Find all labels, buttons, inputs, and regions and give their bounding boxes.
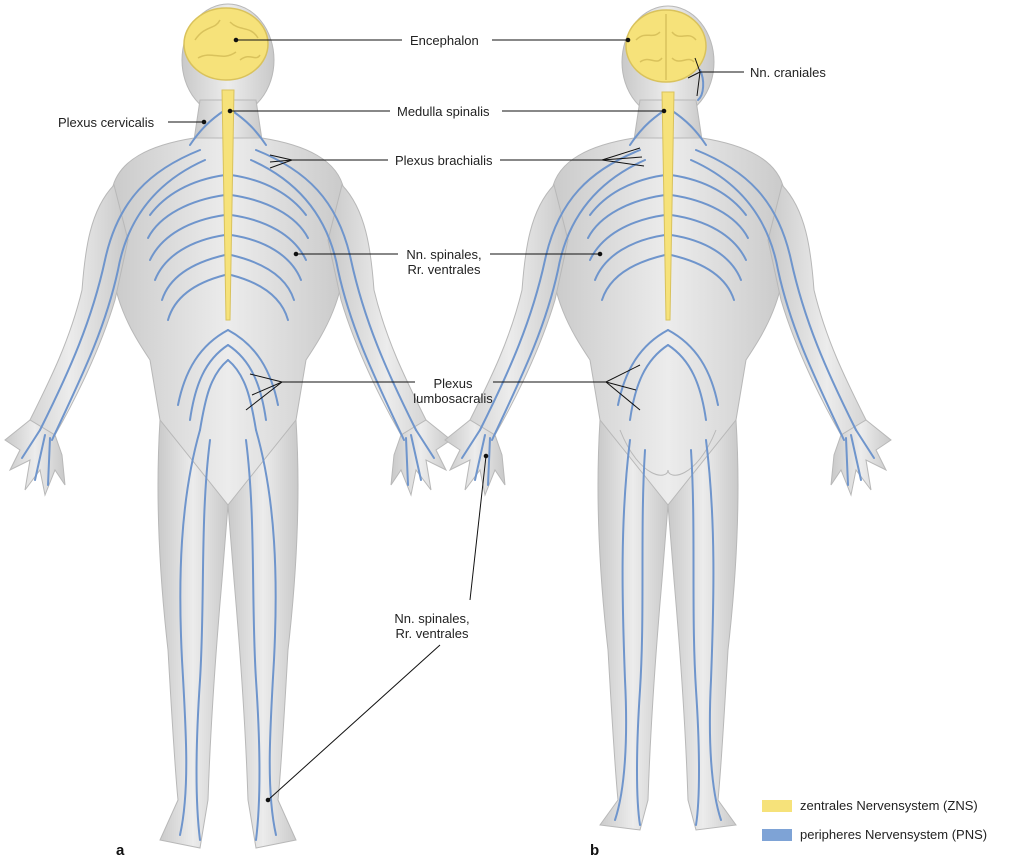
legend-swatch-cns	[762, 800, 792, 812]
label-plexus-brachialis: Plexus brachialis	[395, 153, 493, 168]
front-cns	[183, 7, 269, 321]
front-brain	[183, 7, 269, 81]
back-cns	[625, 9, 707, 321]
label-nn-craniales: Nn. craniales	[750, 65, 826, 80]
label-plexus-lumbosacralis-line1: Plexus	[433, 376, 473, 391]
label-nn-spinales-lower-line1: Nn. spinales,	[394, 611, 470, 626]
label-medulla-spinalis: Medulla spinalis	[397, 104, 490, 119]
back-peripheral-nerves	[461, 69, 875, 826]
back-body-silhouette	[444, 5, 892, 831]
label-plexus-lumbosacralis-line2: lumbosacralis	[413, 391, 493, 406]
label-nn-spinales-upper-line1: Nn. spinales,	[406, 247, 482, 262]
front-peripheral-nerves	[21, 109, 435, 841]
label-encephalon: Encephalon	[410, 33, 479, 48]
panel-label-back: b	[590, 842, 600, 859]
back-figure	[444, 5, 892, 831]
leader-lines	[168, 37, 744, 803]
front-figure	[4, 3, 452, 849]
panel-label-front: a	[116, 842, 125, 859]
legend-label-pns: peripheres Nervensystem (PNS)	[800, 827, 988, 842]
label-plexus-cervicalis: Plexus cervicalis	[58, 115, 155, 130]
label-nn-spinales-lower-line2: Rr. ventrales	[395, 626, 469, 641]
label-nn-spinales-upper-line2: Rr. ventrales	[407, 262, 481, 277]
legend-label-cns: zentrales Nervensystem (ZNS)	[800, 798, 978, 813]
legend-swatch-pns	[762, 829, 792, 841]
